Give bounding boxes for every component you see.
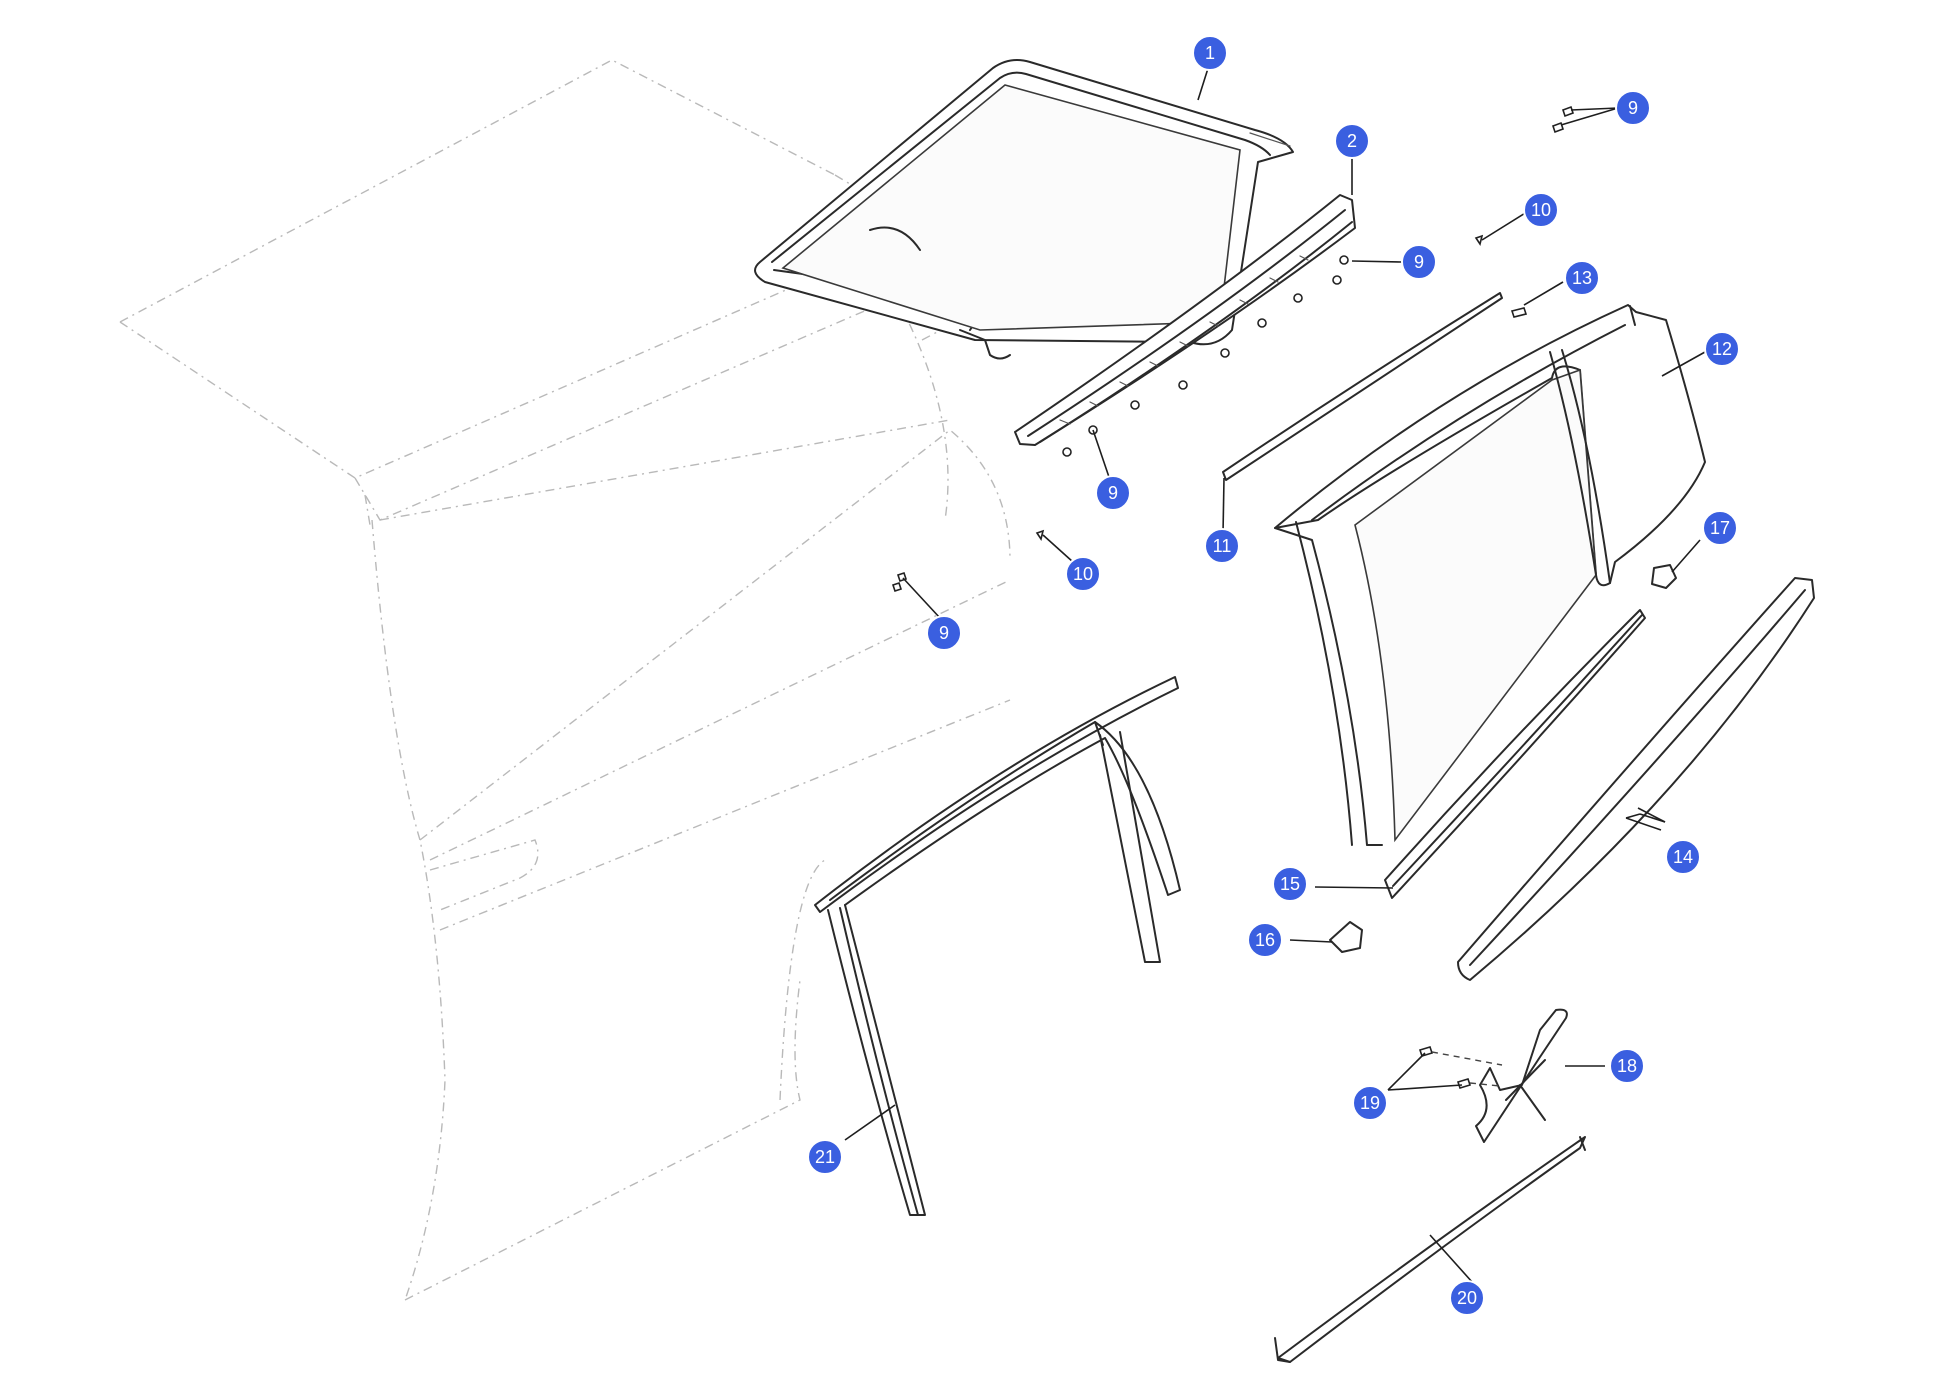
callout-badge xyxy=(1247,922,1283,958)
callout-16: 16 xyxy=(1247,922,1283,958)
part-20-lower-channel xyxy=(1274,1136,1586,1363)
callout-badge xyxy=(1095,475,1131,511)
part-1-glass-run-channel xyxy=(754,59,1294,360)
part-17-stopper xyxy=(1651,564,1677,589)
callout-badge xyxy=(1065,556,1101,592)
part-16-pad xyxy=(1329,921,1363,953)
callout-13: 13 xyxy=(1564,260,1600,296)
callout-label: 20 xyxy=(1457,1288,1477,1308)
part-21-front-window-frame xyxy=(814,676,1181,1216)
callout-badge xyxy=(1665,839,1701,875)
vehicle-body-ghost-outline xyxy=(119,59,1011,1301)
callout-badge xyxy=(926,615,962,651)
callout-9-c: 9 xyxy=(1095,475,1131,511)
clip-10-left xyxy=(1035,529,1045,541)
part-18-bracket xyxy=(1475,1008,1568,1143)
callout-badge xyxy=(1564,260,1600,296)
part-12-window-frame xyxy=(1274,304,1706,846)
callout-label: 2 xyxy=(1347,131,1357,151)
callout-9-d: 9 xyxy=(926,615,962,651)
callout-9-a: 9 xyxy=(1615,90,1651,126)
callout-18: 18 xyxy=(1609,1048,1645,1084)
callout-19: 19 xyxy=(1352,1085,1388,1121)
part-13-pin xyxy=(1510,307,1528,318)
callout-label: 18 xyxy=(1617,1056,1637,1076)
callout-label: 9 xyxy=(1414,252,1424,272)
callout-badge xyxy=(1704,331,1740,367)
leader-lines xyxy=(844,61,1706,1284)
callout-label: 12 xyxy=(1712,339,1732,359)
callout-badge xyxy=(1609,1048,1645,1084)
part-19-screws xyxy=(1418,1046,1503,1089)
callout-10-b: 10 xyxy=(1065,556,1101,592)
callout-label: 1 xyxy=(1205,43,1215,63)
callout-21: 21 xyxy=(807,1139,843,1175)
callout-badge xyxy=(1449,1280,1485,1316)
callout-label: 9 xyxy=(939,623,949,643)
fastener-9-screws-top xyxy=(1551,105,1575,134)
callout-10-a: 10 xyxy=(1523,192,1559,228)
callout-label: 10 xyxy=(1073,564,1093,584)
callout-label: 13 xyxy=(1572,268,1592,288)
callout-label: 16 xyxy=(1255,930,1275,950)
callout-label: 9 xyxy=(1108,483,1118,503)
callout-15: 15 xyxy=(1272,866,1308,902)
callout-label: 17 xyxy=(1710,518,1730,538)
fastener-9-screws-left xyxy=(891,571,908,593)
callout-badge xyxy=(1192,35,1228,71)
callout-9-b: 9 xyxy=(1401,244,1437,280)
callout-label: 21 xyxy=(815,1147,835,1167)
part-15-inner-belt-weatherstrip xyxy=(1384,609,1646,899)
callout-badge xyxy=(1204,528,1240,564)
callout-1: 1 xyxy=(1192,35,1228,71)
callout-20: 20 xyxy=(1449,1280,1485,1316)
callout-label: 14 xyxy=(1673,847,1693,867)
part-2-upper-molding xyxy=(1014,194,1356,446)
callout-badge xyxy=(1523,192,1559,228)
callout-label: 15 xyxy=(1280,874,1300,894)
callout-label: 10 xyxy=(1531,200,1551,220)
callout-badge xyxy=(1702,510,1738,546)
callout-label: 9 xyxy=(1628,98,1638,118)
callout-badge xyxy=(1401,244,1437,280)
callout-badge xyxy=(1615,90,1651,126)
callout-11: 11 xyxy=(1204,528,1240,564)
clip-10-top xyxy=(1474,234,1484,246)
callout-2: 2 xyxy=(1334,123,1370,159)
callout-17: 17 xyxy=(1702,510,1738,546)
callout-badge xyxy=(1272,866,1308,902)
part-11-seal-strip xyxy=(1222,292,1503,481)
part-14-outer-belt-molding xyxy=(1457,577,1815,981)
callout-badge xyxy=(1352,1085,1388,1121)
callout-12: 12 xyxy=(1704,331,1740,367)
callout-14: 14 xyxy=(1665,839,1701,875)
callout-label: 19 xyxy=(1360,1093,1380,1113)
callout-label: 11 xyxy=(1213,536,1232,556)
callout-badge xyxy=(807,1139,843,1175)
callout-badge xyxy=(1334,123,1370,159)
